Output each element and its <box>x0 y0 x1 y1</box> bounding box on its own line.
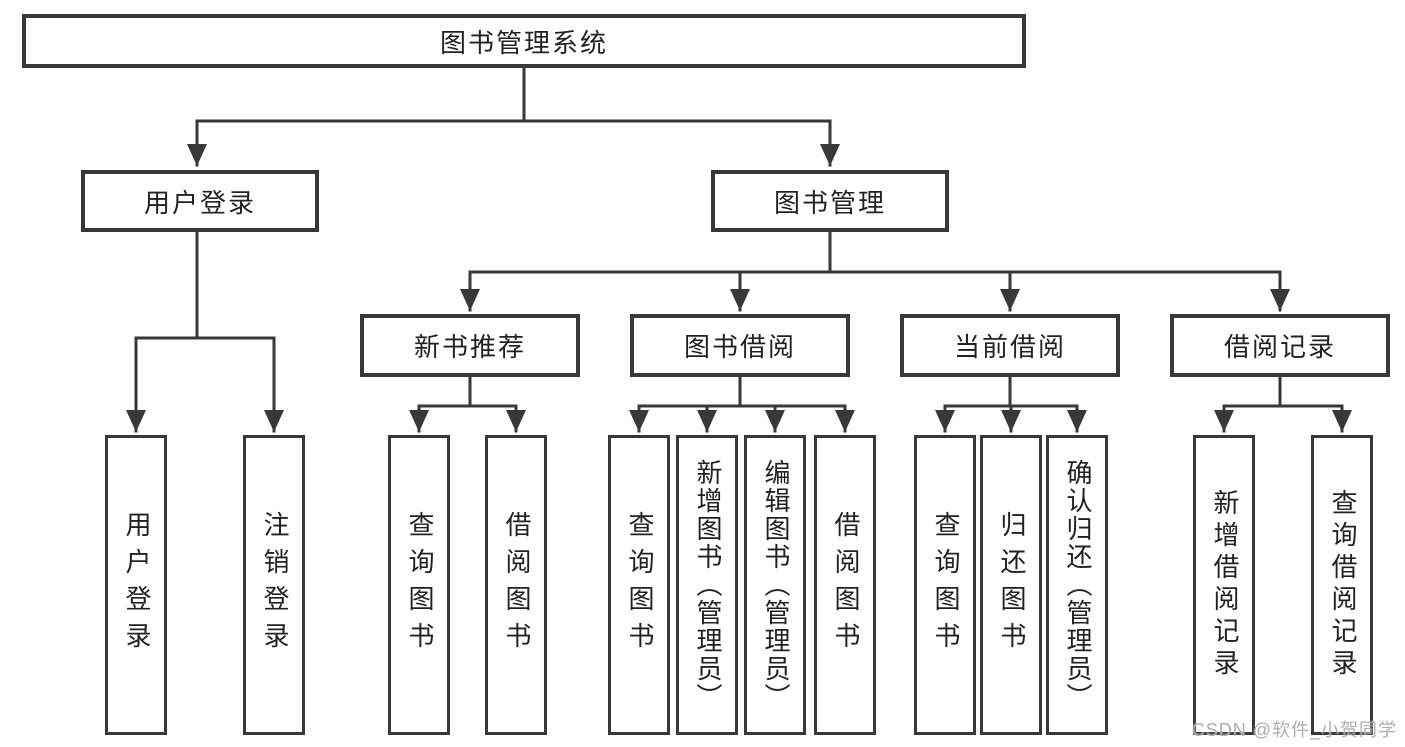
node-label: 新书推荐 <box>413 332 526 362</box>
leaf-label: 用户登录 <box>121 511 152 659</box>
leaf-label: 查询借阅记录 <box>1327 489 1358 681</box>
leaf-label: 借阅图书 <box>830 511 861 659</box>
node-current-borrowing: 当前借阅 <box>900 314 1120 377</box>
leaf-label: 归还图书 <box>996 511 1027 659</box>
leaf-query-books-current: 查询图书 <box>914 435 976 735</box>
leaf-return-book: 归还图书 <box>980 435 1042 735</box>
leaf-confirm-return-admin: 确认归还（管理员） <box>1046 435 1108 735</box>
node-label: 图书借阅 <box>683 332 796 362</box>
node-label: 借阅记录 <box>1223 332 1336 362</box>
leaf-label: 确认归还（管理员） <box>1062 459 1093 711</box>
node-label: 用户登录 <box>143 187 256 218</box>
leaf-user-login: 用户登录 <box>105 435 167 735</box>
leaf-query-borrow-record: 查询借阅记录 <box>1311 435 1373 735</box>
node-user-login: 用户登录 <box>81 170 319 232</box>
leaf-label: 查询图书 <box>404 511 435 659</box>
leaf-query-books-recommend: 查询图书 <box>388 435 450 735</box>
leaf-label: 注销登录 <box>259 511 290 659</box>
node-book-management: 图书管理 <box>711 170 949 232</box>
leaf-borrow-books-recommend: 借阅图书 <box>485 435 547 735</box>
leaf-logout: 注销登录 <box>243 435 305 735</box>
leaf-query-books-borrowing: 查询图书 <box>608 435 670 735</box>
leaf-add-book-admin: 新增图书（管理员） <box>676 435 738 735</box>
leaf-label: 编辑图书（管理员） <box>760 459 791 711</box>
leaf-label: 新增借阅记录 <box>1209 489 1240 681</box>
leaf-label: 查询图书 <box>930 511 961 659</box>
node-borrowing-records: 借阅记录 <box>1170 314 1390 377</box>
csdn-watermark: CSDN @软件_小贺同学 <box>1191 720 1397 740</box>
node-book-borrowing: 图书借阅 <box>630 314 850 377</box>
leaf-label: 新增图书（管理员） <box>692 459 723 711</box>
node-library-management-system: 图书管理系统 <box>22 14 1026 68</box>
node-label: 当前借阅 <box>953 332 1066 362</box>
node-new-book-recommendation: 新书推荐 <box>360 314 580 377</box>
node-label: 图书管理 <box>773 187 886 218</box>
leaf-label: 借阅图书 <box>501 511 532 659</box>
leaf-add-borrow-record: 新增借阅记录 <box>1193 435 1255 735</box>
leaf-edit-book-admin: 编辑图书（管理员） <box>744 435 806 735</box>
leaf-borrow-books-borrowing: 借阅图书 <box>814 435 876 735</box>
node-label: 图书管理系统 <box>439 27 608 58</box>
leaf-label: 查询图书 <box>624 511 655 659</box>
